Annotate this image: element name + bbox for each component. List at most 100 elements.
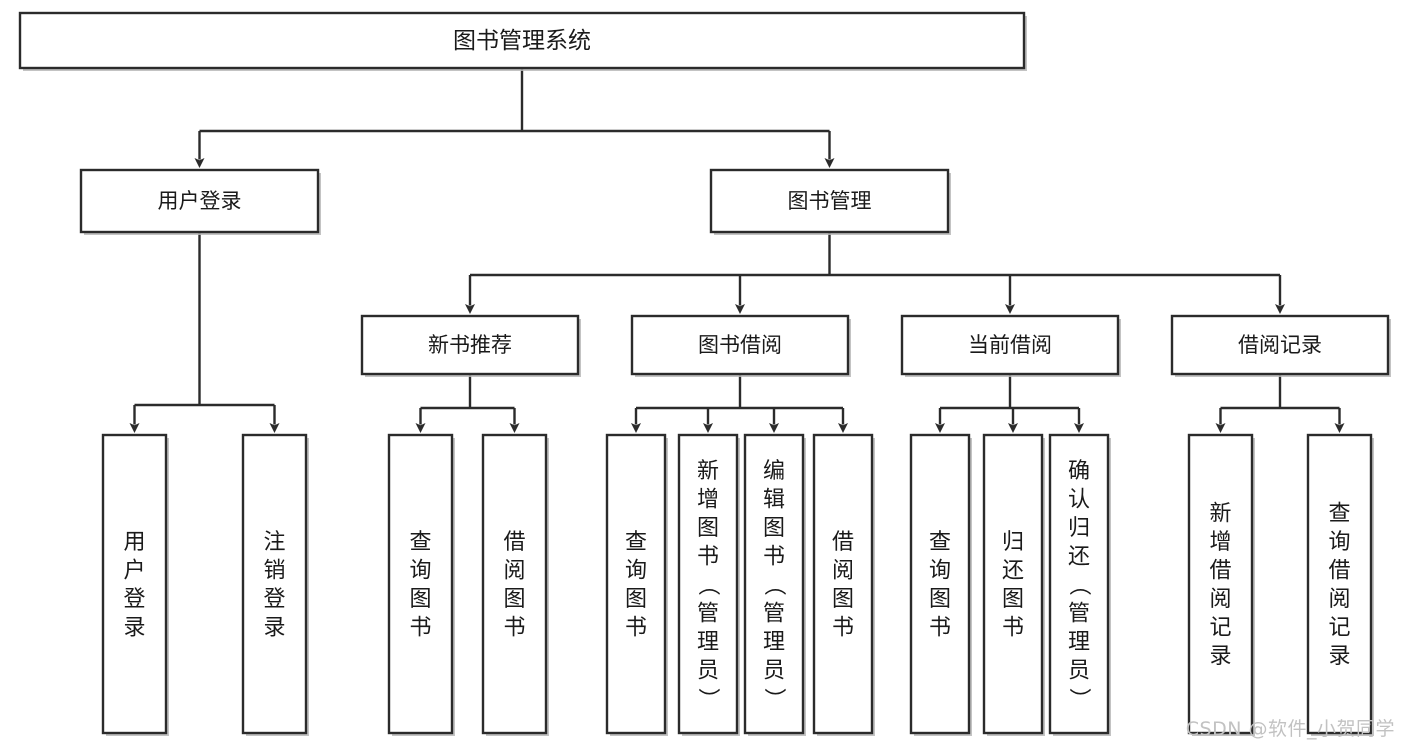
node-label-leaf-user-logout: 登 [263,587,285,612]
node-label-leaf-borrow-book-1: 图 [503,587,525,612]
node-label-leaf-add-record: 借 [1209,559,1231,584]
node-label-leaf-add-book: 理 [697,630,719,655]
node-label-leaf-user-logout: 录 [263,616,285,641]
node-label-leaf-user-login: 用 [123,530,145,555]
node-label-leaf-edit-book: 图 [763,516,785,541]
node-label-leaf-edit-book: ） [761,688,786,710]
node-label-leaf-query-book-3: 查 [929,530,951,555]
node-label-leaf-query-book-3: 图 [929,587,951,612]
node-user-login[interactable]: 用户登录 [79,168,321,235]
node-label-leaf-add-record: 录 [1209,644,1231,669]
node-label-leaf-add-book: 图 [697,516,719,541]
node-label-leaf-query-book-2: 图 [625,587,647,612]
node-label-leaf-edit-book: 管 [763,601,785,626]
node-label-leaf-add-record: 新 [1209,502,1231,527]
node-label-leaf-user-logout: 销 [263,559,285,584]
node-label-leaf-add-record: 增 [1209,530,1231,555]
node-label-leaf-edit-book: 员 [763,658,785,683]
node-label-leaf-edit-book: 书 [763,544,785,569]
node-label-leaf-user-login: 登 [123,587,145,612]
node-label-leaf-return-book: 书 [1002,616,1024,641]
node-label-borrow-record: 借阅记录 [1238,333,1322,357]
connector-lines [129,68,1345,433]
node-boxes: 图书管理系统用户登录图书管理新书推荐图书借阅当前借阅借阅记录用户登录注销登录查询… [18,11,1391,736]
node-label-leaf-query-record: 录 [1328,644,1350,669]
node-label-leaf-add-book: 员 [697,658,719,683]
node-label-leaf-query-book-1: 查 [409,530,431,555]
node-leaf-user-login[interactable]: 用户登录 [101,433,169,736]
node-label-leaf-add-book: 书 [697,544,719,569]
node-label-leaf-query-record: 阅 [1328,587,1350,612]
node-new-book-recommend[interactable]: 新书推荐 [360,314,581,377]
node-label-leaf-query-book-3: 询 [929,559,951,584]
node-label-leaf-query-book-1: 图 [409,587,431,612]
node-label-new-book-recommend: 新书推荐 [428,333,512,357]
node-label-leaf-query-book-2: 查 [625,530,647,555]
node-label-leaf-confirm-return: 认 [1068,487,1090,512]
node-label-leaf-return-book: 图 [1002,587,1024,612]
node-label-leaf-confirm-return: （ [1066,574,1091,596]
node-label-root: 图书管理系统 [453,28,591,54]
node-label-leaf-borrow-book-2: 书 [832,616,854,641]
node-label-book-manage: 图书管理 [788,189,872,213]
node-label-leaf-confirm-return: 员 [1068,658,1090,683]
node-label-leaf-user-logout: 注 [263,530,285,555]
node-label-leaf-query-book-2: 询 [625,559,647,584]
node-label-user-login: 用户登录 [158,189,242,213]
node-label-leaf-borrow-book-2: 借 [832,530,854,555]
node-label-leaf-query-record: 借 [1328,559,1350,584]
node-label-leaf-add-book: （ [695,574,720,596]
node-label-leaf-edit-book: 辑 [763,487,785,512]
node-label-leaf-query-book-1: 询 [409,559,431,584]
node-label-leaf-user-login: 录 [123,616,145,641]
node-label-leaf-query-book-3: 书 [929,616,951,641]
node-book-borrow[interactable]: 图书借阅 [630,314,851,377]
node-label-leaf-user-login: 户 [123,559,145,584]
node-root[interactable]: 图书管理系统 [18,11,1027,71]
node-label-leaf-query-record: 询 [1328,530,1350,555]
node-label-leaf-borrow-book-2: 阅 [832,559,854,584]
node-label-leaf-add-book: 管 [697,601,719,626]
node-label-leaf-query-record: 记 [1328,616,1350,641]
node-label-leaf-confirm-return: 理 [1068,630,1090,655]
node-label-leaf-add-record: 阅 [1209,587,1231,612]
node-label-leaf-confirm-return: ） [1066,688,1091,710]
node-label-leaf-add-book: ） [695,688,720,710]
node-label-leaf-return-book: 归 [1002,530,1024,555]
node-label-leaf-confirm-return: 还 [1068,544,1090,569]
node-label-leaf-borrow-book-1: 借 [503,530,525,555]
node-label-leaf-query-book-2: 书 [625,616,647,641]
node-label-leaf-confirm-return: 确 [1068,459,1090,484]
node-label-leaf-add-book: 新 [697,459,719,484]
node-label-leaf-edit-book: （ [761,574,786,596]
node-label-leaf-confirm-return: 管 [1068,601,1090,626]
node-book-manage[interactable]: 图书管理 [709,168,951,235]
csdn-watermark: CSDN @软件_小贺同学 [1185,718,1395,740]
node-current-borrow[interactable]: 当前借阅 [900,314,1121,377]
node-label-current-borrow: 当前借阅 [968,333,1052,357]
node-label-leaf-edit-book: 编 [763,459,785,484]
node-label-leaf-borrow-book-1: 阅 [503,559,525,584]
node-label-leaf-borrow-book-2: 图 [832,587,854,612]
node-label-leaf-add-record: 记 [1209,616,1231,641]
node-label-leaf-query-record: 查 [1328,502,1350,527]
node-borrow-record[interactable]: 借阅记录 [1170,314,1391,377]
node-label-leaf-borrow-book-1: 书 [503,616,525,641]
node-label-leaf-return-book: 还 [1002,559,1024,584]
node-label-leaf-edit-book: 理 [763,630,785,655]
node-label-book-borrow: 图书借阅 [698,333,782,357]
